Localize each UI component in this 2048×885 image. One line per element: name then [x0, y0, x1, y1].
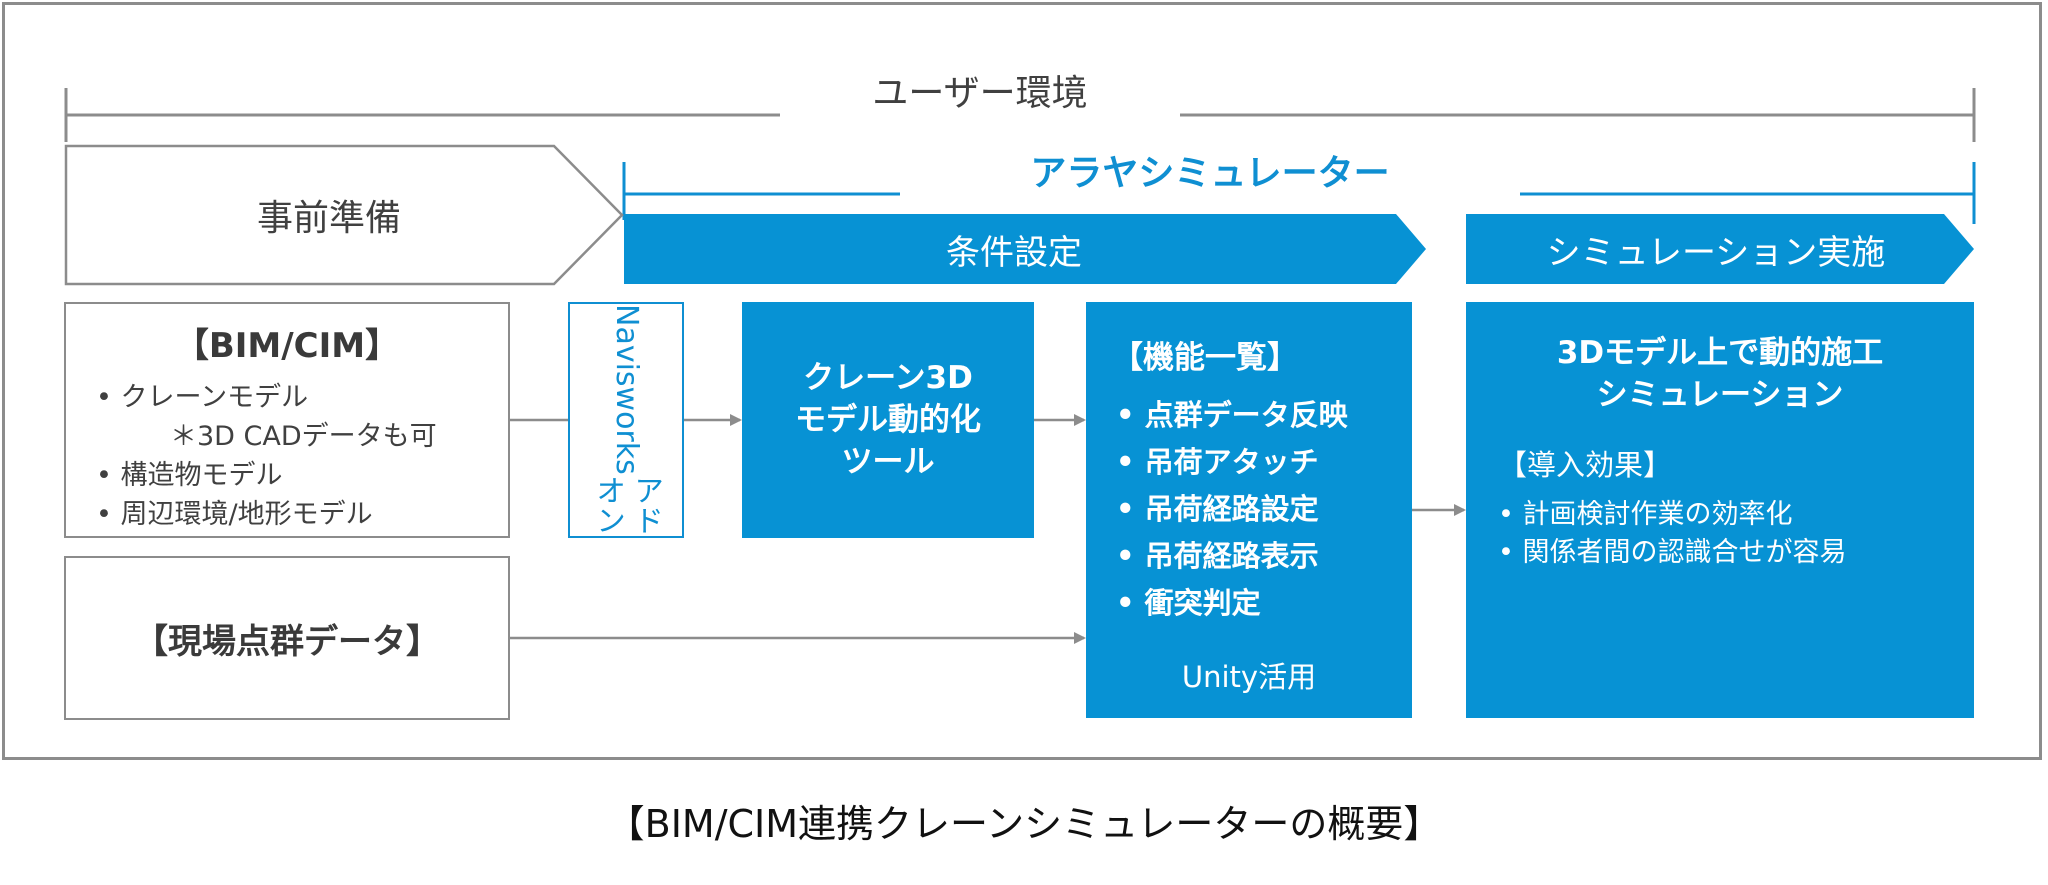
list-item: • 吊荷経路設定 [1116, 492, 1319, 526]
condition-phase-arrow [624, 214, 1426, 284]
function-list-title: 【機能一覧】 [1112, 340, 1298, 376]
user-env-label: ユーザー環境 [780, 62, 1180, 118]
list-item: • 点群データ反映 [1116, 398, 1348, 432]
list-item: • 周辺環境/地形モデル [96, 499, 373, 530]
list-item-note: ＊3D CADデータも可 [170, 421, 437, 452]
execute-phase-arrow [1466, 214, 1974, 284]
condition-phase-label: 条件設定 [946, 232, 1082, 273]
prep-phase-arrow [64, 144, 624, 286]
result-title: 3Dモデル上で動的施工 シミュレーション [1466, 332, 1974, 416]
function-list-box: 【機能一覧】 • 点群データ反映 • 吊荷アタッチ • 吊荷経路設定 • 吊荷経… [1086, 302, 1412, 718]
crane-tool-box: クレーン3D モデル動的化 ツール [742, 302, 1034, 538]
diagram-frame [2, 2, 2042, 760]
tool-line: クレーン3D [803, 360, 973, 396]
list-item: • 構造物モデル [96, 460, 283, 491]
effect-list: • 計画検討作業の効率化 • 関係者間の認識合せが容易 [1498, 496, 1847, 572]
tool-line: モデル動的化 [795, 402, 981, 438]
list-item: • 吊荷経路表示 [1116, 539, 1319, 573]
list-item: • 関係者間の認識合せが容易 [1498, 537, 1847, 568]
unity-label: Unity活用 [1181, 660, 1317, 694]
list-item: • クレーンモデル [96, 382, 309, 413]
addon-line-1: Navisworks [609, 304, 644, 475]
execute-phase-label: シミュレーション実施 [1546, 232, 1886, 273]
bim-cim-list: • クレーンモデル ＊3D CADデータも可 • 構造物モデル • 周辺環境/地… [96, 378, 437, 534]
tool-line: ツール [841, 444, 935, 480]
function-list: • 点群データ反映 • 吊荷アタッチ • 吊荷経路設定 • 吊荷経路表示 • 衝… [1116, 392, 1348, 627]
navisworks-addon-box: Navisworks アドオン [568, 302, 684, 538]
point-cloud-box: 【現場点群データ】 [64, 556, 510, 720]
prep-phase-label: 事前準備 [256, 198, 401, 239]
effect-title: 【導入効果】 [1498, 448, 1673, 482]
addon-label: Navisworks アドオン [570, 304, 682, 536]
list-item: • 衝突判定 [1116, 586, 1261, 620]
bim-cim-box: 【BIM/CIM】 • クレーンモデル ＊3D CADデータも可 • 構造物モデ… [64, 302, 510, 538]
result-title-line: 3Dモデル上で動的施工 [1556, 335, 1884, 371]
figure-caption: 【BIM/CIM連携クレーンシミュレーターの概要】 [606, 801, 1442, 846]
simulator-title: アラヤシミュレーター [900, 142, 1520, 198]
result-title-line: シミュレーション [1596, 377, 1844, 413]
list-item: • 吊荷アタッチ [1116, 445, 1319, 479]
simulation-result-box: 3Dモデル上で動的施工 シミュレーション 【導入効果】 • 計画検討作業の効率化… [1466, 302, 1974, 718]
list-item: • 計画検討作業の効率化 [1498, 499, 1793, 530]
addon-line-2: アドオン [590, 474, 663, 535]
bim-cim-title: 【BIM/CIM】 [174, 326, 400, 366]
